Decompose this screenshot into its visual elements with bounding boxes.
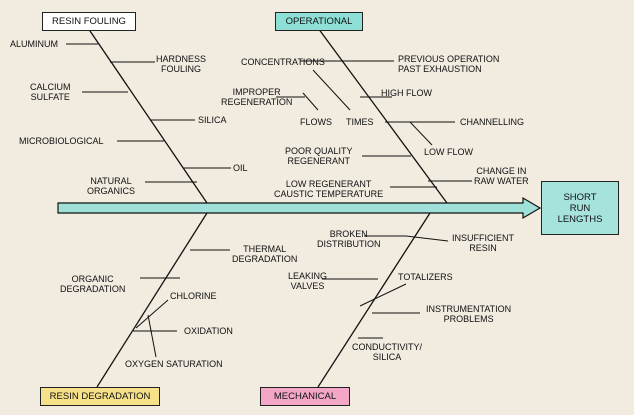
cause-oxygen-saturation: OXYGEN SATURATION — [125, 359, 223, 369]
branch-times-stub — [312, 69, 351, 111]
cause-broken-distribution: BROKEN DISTRIBUTION — [317, 229, 381, 249]
cause-oil: OIL — [233, 163, 248, 173]
cause-times: TIMES — [346, 117, 374, 127]
cause-hardness-fouling: HARDNESS FOULING — [156, 54, 207, 74]
cause-previous-operation: PREVIOUS OPERATION PAST EXHAUSTION — [398, 54, 500, 74]
branch-chlorine — [135, 299, 169, 329]
branch-totalizers — [359, 283, 407, 307]
bone-resin-degradation — [96, 212, 208, 388]
cause-thermal-degradation: THERMAL DEGRADATION — [232, 244, 298, 264]
branch-low-flow — [409, 121, 433, 146]
cause-silica: SILICA — [198, 115, 227, 125]
cause-totalizers: TOTALIZERS — [398, 272, 453, 282]
category-box-operational: OPERATIONAL — [275, 12, 363, 31]
branch-flows-stub — [302, 92, 319, 111]
cause-leaking-valves: LEAKING VALVES — [288, 271, 328, 291]
cause-instrumentation-problems: INSTRUMENTATION PROBLEMS — [426, 304, 512, 324]
cause-oxidation: OXIDATION — [184, 326, 233, 336]
category-box-mechanical: MECHANICAL — [260, 387, 350, 406]
cause-change-in-raw-water: CHANGE IN RAW WATER — [474, 166, 529, 186]
cause-concentrations: CONCENTRATIONS — [241, 57, 325, 67]
effect-box-short-run-lengths: SHORT RUN LENGTHS — [541, 181, 619, 235]
cause-natural-organics: NATURAL ORGANICS — [87, 176, 136, 196]
cause-chlorine: CHLORINE — [170, 291, 217, 301]
cause-improper-regeneration: IMPROPER REGENERATION — [221, 87, 293, 107]
cause-organic-degradation: ORGANIC DEGRADATION — [60, 274, 126, 294]
bone-resin-fouling — [87, 27, 208, 204]
bone-mechanical — [317, 212, 431, 388]
cause-insufficient-resin: INSUFFICIENT RESIN — [452, 233, 514, 253]
cause-low-regenerant: LOW REGENERANT CAUSTIC TEMPERATURE — [274, 179, 384, 199]
cause-conductivity-silica: CONDUCTIVITY/ SILICA — [352, 342, 423, 362]
branch-insufficient-resin — [405, 235, 449, 242]
cause-aluminum: ALUMINUM — [10, 39, 59, 49]
category-box-resin-fouling: RESIN FOULING — [42, 12, 136, 31]
bone-operational — [317, 27, 448, 204]
cause-high-flow: HIGH FLOW — [381, 88, 432, 98]
cause-channelling: CHANNELLING — [460, 117, 525, 127]
cause-microbiological: MICROBIOLOGICAL — [19, 136, 104, 146]
category-box-resin-degradation: RESIN DEGRADATION — [40, 387, 160, 406]
spine-arrow — [57, 196, 542, 220]
cause-low-flow: LOW FLOW — [424, 147, 473, 157]
cause-flows: FLOWS — [300, 117, 333, 127]
cause-poor-quality-regenerant: POOR QUALITY REGENERANT — [285, 146, 353, 166]
cause-calcium-sulfate: CALCIUM SULFATE — [30, 82, 71, 102]
branch-oxygen-saturation — [147, 314, 157, 358]
